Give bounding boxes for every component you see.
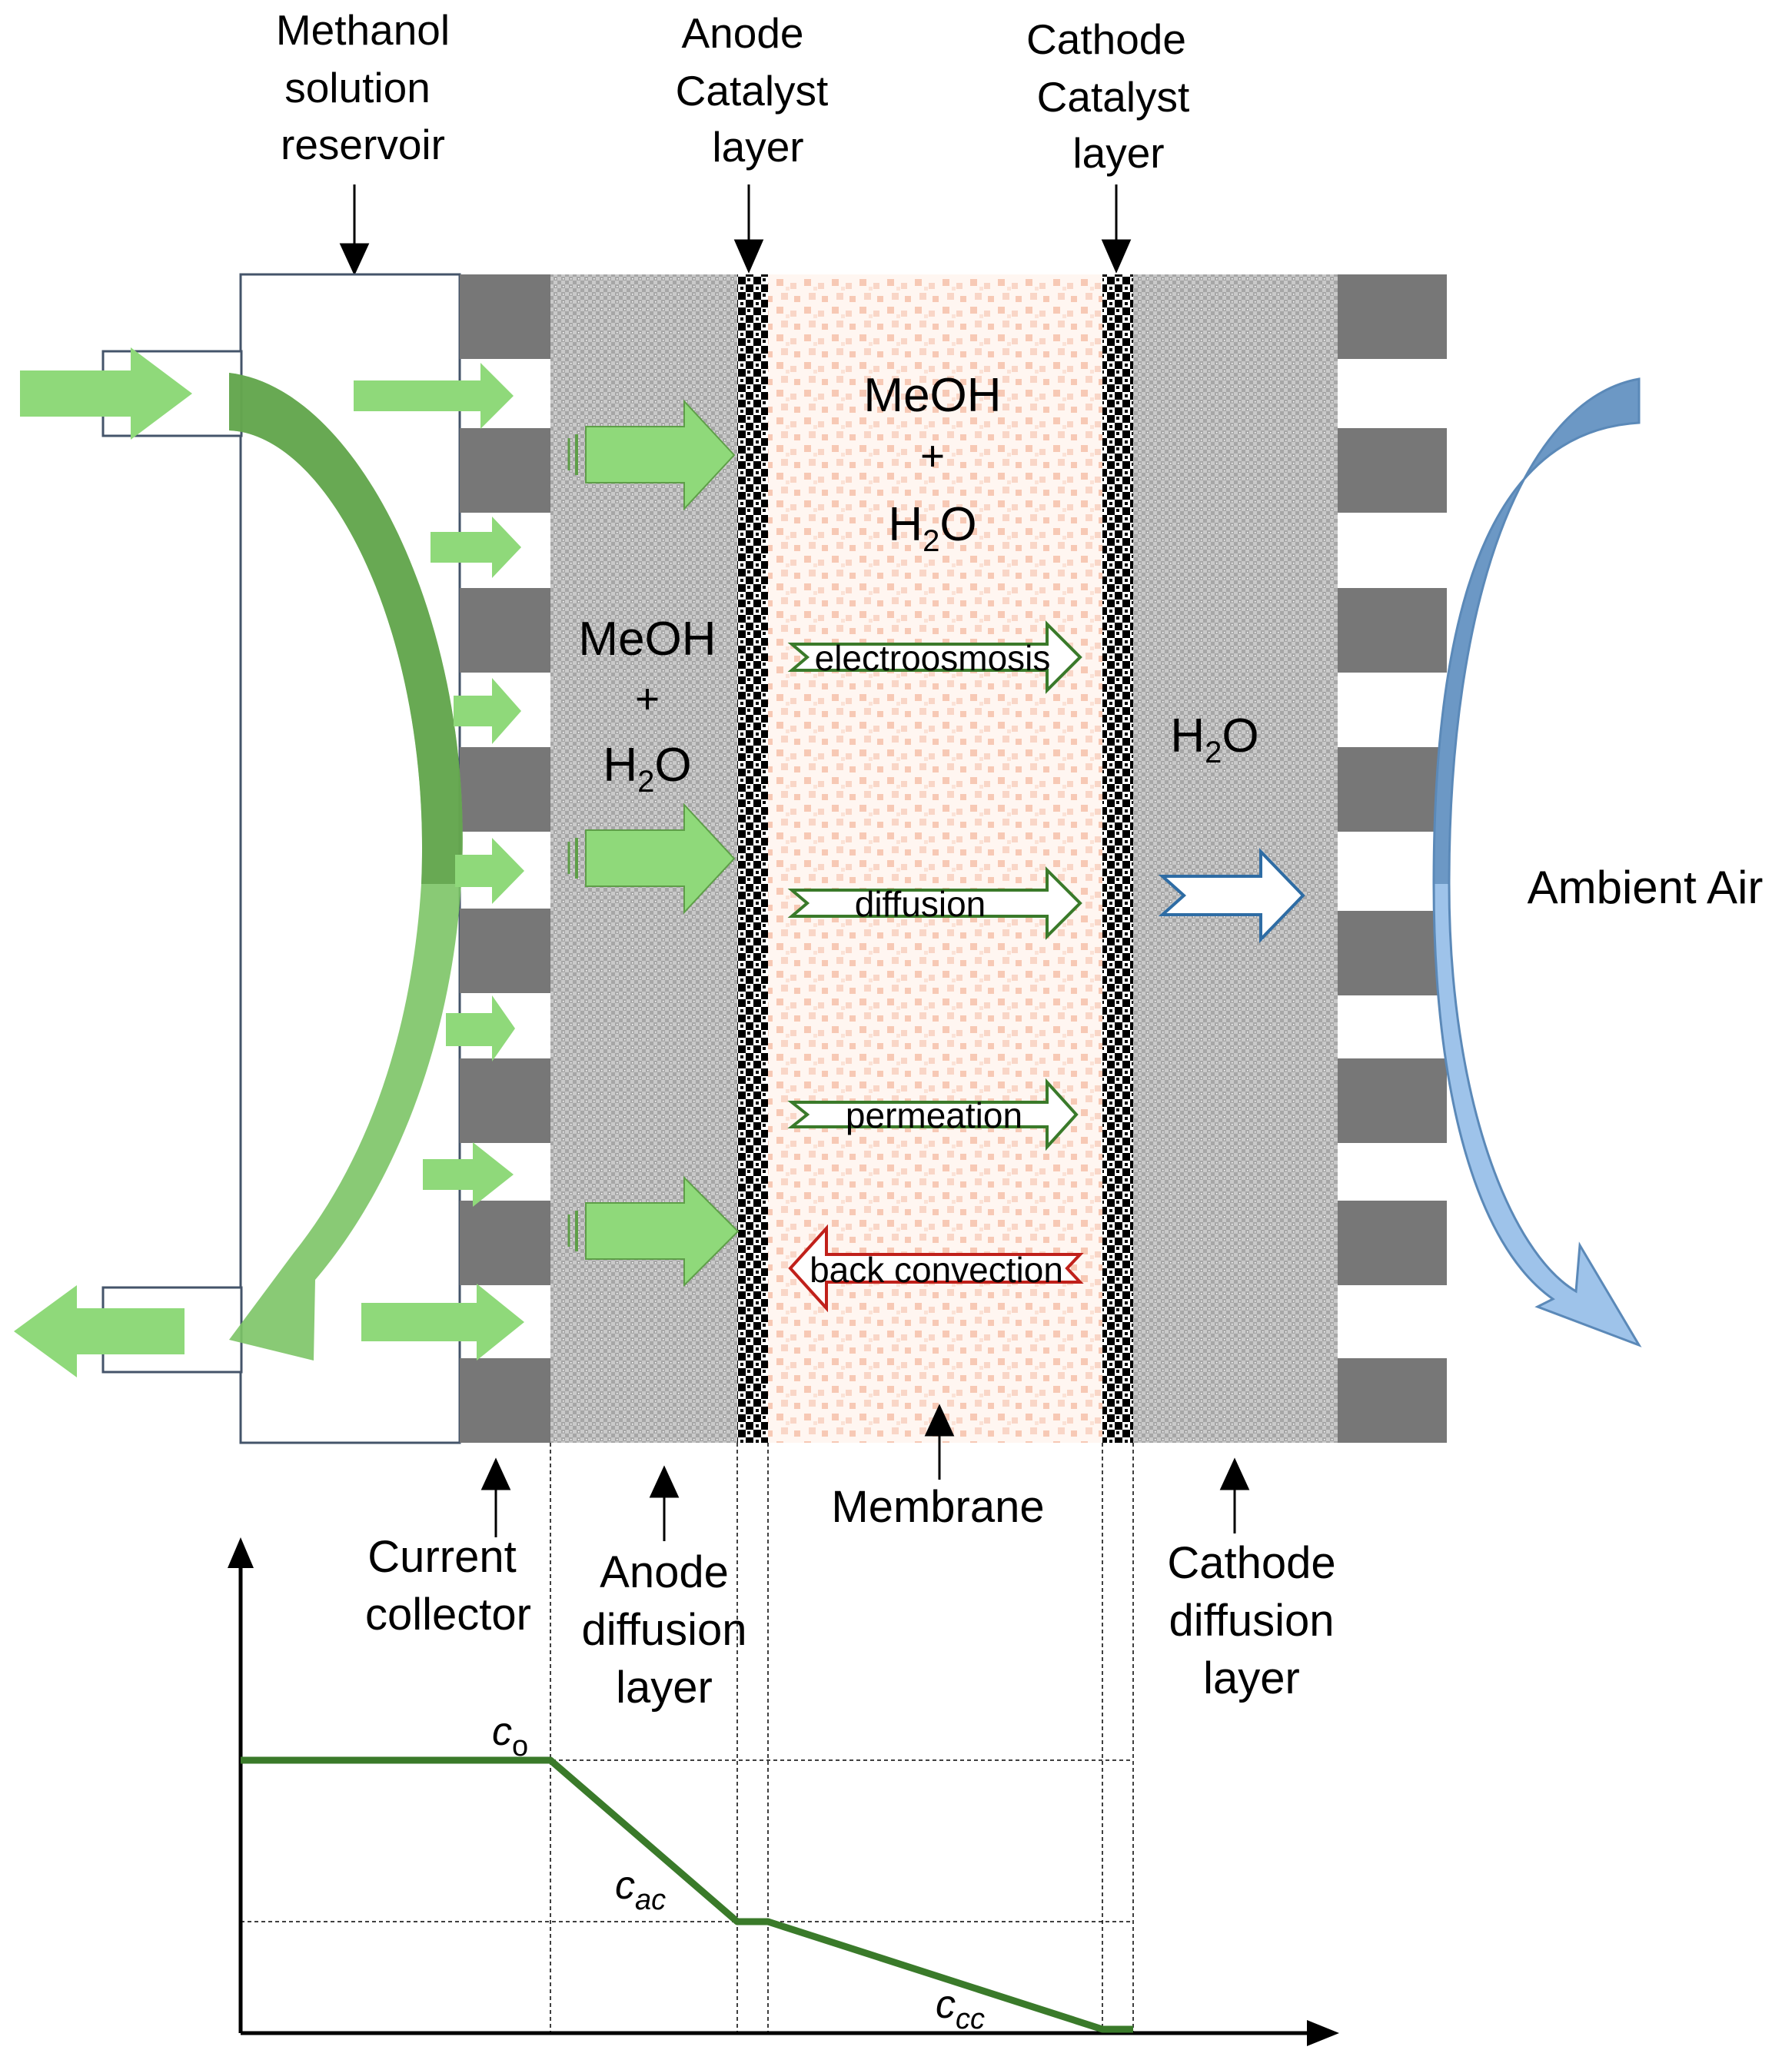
cathode-rib — [1338, 747, 1447, 832]
membrane-species-label: MeOH + H2O — [863, 369, 1001, 558]
channel-inflow-arrows — [354, 363, 524, 1361]
reservoir-flow-curve-shade — [229, 373, 463, 884]
x-axis-arrowhead — [1307, 2020, 1339, 2046]
outlet-flow-arrow — [14, 1285, 185, 1377]
channel-arrow — [454, 678, 521, 744]
channel-arrow — [431, 517, 521, 578]
channel-arrow — [446, 995, 515, 1062]
current-collector-line1: Current — [367, 1532, 516, 1582]
cathode-diffusion-line2: diffusion — [1169, 1596, 1335, 1646]
channel-arrow — [361, 1284, 524, 1361]
membrane-h2o-text: H2O — [888, 498, 976, 558]
y-axis-arrowhead — [228, 1537, 254, 1568]
diffusion-transport-arrow: diffusion — [787, 866, 1082, 940]
anode-catalyst-label-line1: Anode — [681, 9, 803, 57]
channel-arrow — [423, 1142, 514, 1207]
anode-catalyst-pointer-head — [733, 239, 764, 274]
diffusion-arrow-middle — [567, 802, 736, 915]
cathode-rib — [1338, 1201, 1447, 1285]
c-cc-label: ccc — [936, 1982, 985, 2035]
cathode-rib — [1338, 1358, 1447, 1443]
anode-diffusion-line2: diffusion — [582, 1605, 747, 1655]
cathode-catalyst-label-line1: Cathode — [1026, 15, 1186, 63]
cathode-rib — [1338, 428, 1447, 513]
reservoir-label-line1: Methanol — [276, 6, 450, 54]
anode-rib — [460, 747, 550, 832]
cathode-catalyst-label: Cathode Catalyst layer — [1026, 15, 1189, 177]
cathode-rib — [1338, 911, 1447, 995]
reservoir-pointer-head — [339, 243, 370, 276]
cathode-catalyst-layer — [1102, 274, 1133, 1443]
current-collector-label: Current collector — [365, 1532, 531, 1640]
anode-rib — [460, 274, 550, 359]
bottom-pointer-arrows — [480, 1404, 1250, 1541]
cathode-water-arrow — [1158, 848, 1305, 943]
electroosmosis-label: electroosmosis — [815, 638, 1051, 678]
anode-catalyst-layer — [737, 274, 768, 1443]
cathode-rib — [1338, 274, 1447, 359]
anode-rib — [460, 1058, 550, 1143]
top-pointer-arrows — [339, 184, 1132, 276]
membrane-plus-text: + — [920, 432, 945, 480]
channel-arrow — [455, 838, 524, 904]
anode-plus-text: + — [635, 675, 660, 723]
back-convection-arrow: back convection — [788, 1224, 1084, 1313]
cathode-catalyst-pointer-head — [1101, 239, 1132, 274]
anode-rib — [460, 588, 550, 673]
anode-h2o-text: H2O — [603, 739, 691, 799]
anode-meoh-text: MeOH — [578, 613, 716, 666]
anode-species-label: MeOH + H2O — [578, 613, 716, 799]
anode-rib — [460, 1358, 550, 1443]
membrane-label: Membrane — [831, 1482, 1044, 1532]
cathode-diffusion-layer — [1133, 274, 1338, 1443]
anode-diffusion-arrows — [567, 399, 740, 1288]
anode-catalyst-label-line3: layer — [712, 123, 803, 171]
current-collector-line2: collector — [365, 1590, 531, 1640]
anode-rib — [460, 1201, 550, 1285]
diffusion-arrow-bottom — [567, 1175, 740, 1288]
cathode-catalyst-label-line3: layer — [1072, 129, 1164, 177]
back-convection-label: back convection — [810, 1250, 1063, 1290]
anode-catalyst-label-line2: Catalyst — [676, 67, 829, 115]
anode-current-collector — [460, 274, 550, 1443]
cathode-h2o-text: H2O — [1170, 709, 1258, 769]
c-ac-label: cac — [615, 1863, 666, 1916]
profile-axes — [228, 1537, 1339, 2046]
reservoir-label-line3: reservoir — [281, 121, 445, 168]
cathode-current-collector — [1338, 274, 1447, 1443]
membrane-meoh-text: MeOH — [863, 369, 1001, 422]
cathode-diffusion-line3: layer — [1203, 1653, 1300, 1703]
electroosmosis-arrow: electroosmosis — [787, 620, 1082, 694]
cathode-diffusion-label: Cathode diffusion layer — [1167, 1538, 1335, 1703]
anode-catalyst-label: Anode Catalyst layer — [676, 9, 829, 171]
cathode-rib — [1338, 588, 1447, 673]
c-o-label: co — [492, 1709, 528, 1763]
cathode-rib — [1338, 1058, 1447, 1143]
concentration-profile-line — [241, 1756, 1133, 2033]
permeation-label: permeation — [846, 1095, 1022, 1135]
cathode-diffusion-line1: Cathode — [1167, 1538, 1335, 1588]
diffusion-label: diffusion — [855, 884, 986, 924]
reservoir-label: Methanol solution reservoir — [276, 6, 450, 168]
inlet-flow-arrow — [20, 347, 192, 440]
ambient-air-flow-shade — [1434, 379, 1639, 884]
permeation-arrow: permeation — [787, 1078, 1079, 1151]
cathode-catalyst-label-line2: Catalyst — [1037, 73, 1190, 121]
anode-diffusion-line1: Anode — [600, 1547, 729, 1597]
reservoir-label-line2: solution — [284, 64, 431, 111]
diffusion-arrow-top — [567, 399, 736, 511]
anode-diffusion-line3: layer — [616, 1663, 713, 1713]
anode-rib — [460, 909, 550, 993]
anode-rib — [460, 428, 550, 513]
ambient-air-label: Ambient Air — [1528, 862, 1764, 913]
anode-diffusion-label: Anode diffusion layer — [582, 1547, 747, 1713]
channel-arrow — [354, 363, 514, 429]
